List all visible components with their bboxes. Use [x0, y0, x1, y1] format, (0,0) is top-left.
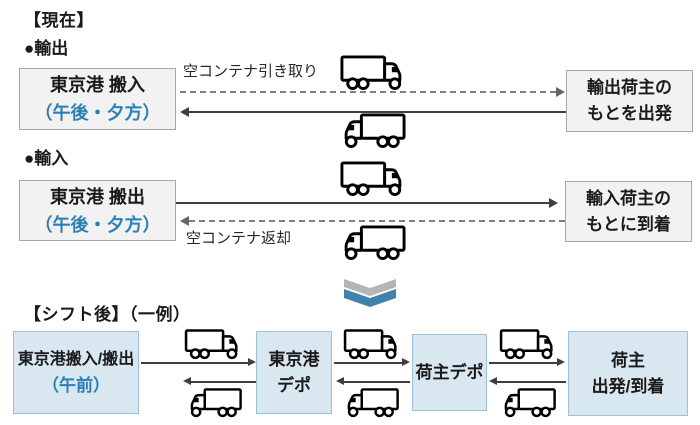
- import-dashed-arrowhead-left: [180, 216, 189, 226]
- after-box-port-depot-line1: 東京港: [268, 349, 320, 369]
- after-arrowhead-right-1: [248, 358, 256, 366]
- import-port-box-line1: 東京港 搬出: [49, 186, 145, 207]
- after-arrowhead-right-3: [557, 358, 565, 366]
- after-shift-section-title: 【シフト後】（一例）: [24, 305, 191, 324]
- after-box-shipper-depot: 荷主デポ: [412, 334, 487, 411]
- export-solid-line: [189, 111, 566, 113]
- import-solid-arrowhead-right: [549, 198, 558, 208]
- export-shipper-box-line1: 輸出荷主の: [587, 78, 672, 97]
- after-box-port-inout-line1: 東京港搬入/搬出: [17, 350, 135, 368]
- export-dashed-line: [180, 91, 556, 93]
- export-solid-arrowhead-left: [180, 107, 189, 117]
- import-shipper-box-line2: もとに到着: [586, 214, 671, 234]
- import-bullet-label: ●輸入: [24, 149, 69, 168]
- export-port-box-line1: 東京港 搬入: [49, 75, 145, 95]
- export-port-box-line2: （午後・夕方）: [34, 103, 161, 123]
- import-shipper-box: 輸入荷主の もとに到着: [565, 181, 692, 242]
- import-dashed-line: [189, 220, 565, 222]
- truck-left-icon: [340, 224, 406, 261]
- after-arrow-right-line-3: [489, 362, 557, 364]
- after-arrow-left-line-2: [344, 381, 410, 383]
- after-arrow-left-line-3: [497, 381, 566, 383]
- after-arrowhead-left-1: [183, 377, 191, 385]
- truck-right-icon: [340, 160, 406, 197]
- chevron-down-icon: [344, 279, 396, 308]
- after-box-port-depot: 東京港 デポ: [256, 331, 332, 414]
- truck-left-icon: [500, 387, 557, 418]
- after-box-shipper-depot-line1: 荷主デポ: [415, 362, 484, 382]
- export-flow-label: 空コンテナ引き取り: [183, 63, 319, 80]
- import-port-box: 東京港 搬出 （午後・夕方）: [19, 180, 176, 241]
- after-box-port-depot-line2: デポ: [277, 375, 311, 395]
- current-section-title: 【現在】: [24, 11, 94, 30]
- import-flow-label: 空コンテナ返却: [186, 230, 292, 247]
- after-arrow-right-line-2: [334, 362, 402, 364]
- after-box-shipper-line1: 荷主: [611, 350, 645, 370]
- truck-right-icon: [343, 328, 401, 360]
- import-port-box-line2: （午後・夕方）: [34, 214, 161, 235]
- export-dashed-arrowhead-right: [556, 87, 565, 97]
- import-shipper-box-line1: 輸入荷主の: [586, 188, 671, 208]
- export-port-box: 東京港 搬入 （午後・夕方）: [19, 68, 176, 130]
- after-arrow-right-line-1: [141, 362, 248, 364]
- after-box-port-inout-line2: （午前）: [42, 375, 110, 395]
- export-shipper-box: 輸出荷主の もとを出発: [566, 70, 693, 132]
- after-arrowhead-left-2: [336, 377, 344, 385]
- truck-left-icon: [343, 387, 400, 418]
- import-solid-line: [176, 202, 549, 204]
- truck-right-icon: [499, 328, 557, 360]
- after-arrowhead-left-3: [489, 377, 497, 385]
- export-bullet-label: ●輸出: [24, 39, 69, 58]
- after-box-shipper-line2: 出発/到着: [591, 376, 665, 396]
- export-shipper-box-line2: もとを出発: [587, 104, 672, 123]
- truck-left-icon: [186, 387, 243, 418]
- after-arrow-left-line-1: [191, 381, 256, 383]
- truck-right-icon: [184, 328, 242, 360]
- truck-right-icon: [340, 54, 406, 91]
- after-arrowhead-right-2: [402, 358, 410, 366]
- truck-left-icon: [340, 112, 406, 149]
- after-box-shipper: 荷主 出発/到着: [568, 331, 688, 416]
- after-box-port-inout: 東京港搬入/搬出 （午前）: [13, 331, 139, 414]
